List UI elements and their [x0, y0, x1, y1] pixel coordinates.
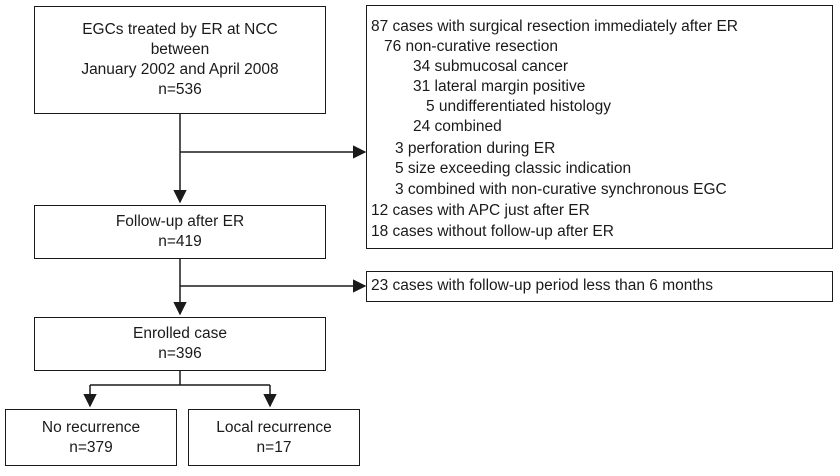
- enrolled-label: Enrolled case: [133, 325, 227, 342]
- exclusion-box-2: [366, 271, 833, 302]
- start-line: between: [150, 41, 210, 58]
- no-recurrence-label: No recurrence: [41, 418, 141, 436]
- followup-box: Follow-up after ER n=419: [34, 205, 326, 259]
- exclusion-box-1: [366, 5, 833, 249]
- start-count: n=536: [158, 81, 202, 98]
- no-recurrence-count: n=379: [69, 438, 113, 456]
- exclusion-line: 12 cases with APC just after ER: [371, 202, 590, 219]
- local-recurrence-label: Local recurrence: [216, 418, 332, 436]
- enrolled-count: n=396: [158, 345, 202, 362]
- exclusion-line: 5 size exceeding classic indication: [395, 160, 632, 177]
- exclusion-line: 18 cases without follow-up after ER: [371, 223, 614, 240]
- enrolled-box: Enrolled case n=396: [34, 317, 326, 371]
- local-recurrence-box: Local recurrence n=17: [188, 409, 360, 466]
- no-recurrence-box: No recurrence n=379: [5, 409, 177, 466]
- exclusion-line: 23 cases with follow-up period less than…: [371, 277, 714, 294]
- exclusion-line: 3 combined with non-curative synchronous…: [395, 181, 727, 198]
- exclusion-line: 34 submucosal cancer: [413, 58, 569, 75]
- exclusion-line: 87 cases with surgical resection immedia…: [371, 18, 738, 35]
- followup-count: n=419: [158, 233, 202, 250]
- exclusion-line: 76 non-curative resection: [384, 38, 559, 55]
- start-line: EGCs treated by ER at NCC: [82, 21, 278, 38]
- followup-label: Follow-up after ER: [115, 213, 245, 230]
- exclusion-line: 3 perforation during ER: [395, 140, 556, 157]
- exclusion-line: 5 undifferentiated histology: [426, 98, 611, 115]
- exclusion-line: 31 lateral margin positive: [413, 78, 586, 95]
- start-box: EGCs treated by ER at NCC between Januar…: [34, 6, 326, 114]
- exclusion-line: 24 combined: [413, 118, 502, 135]
- start-line: January 2002 and April 2008: [81, 61, 279, 78]
- local-recurrence-count: n=17: [256, 438, 292, 456]
